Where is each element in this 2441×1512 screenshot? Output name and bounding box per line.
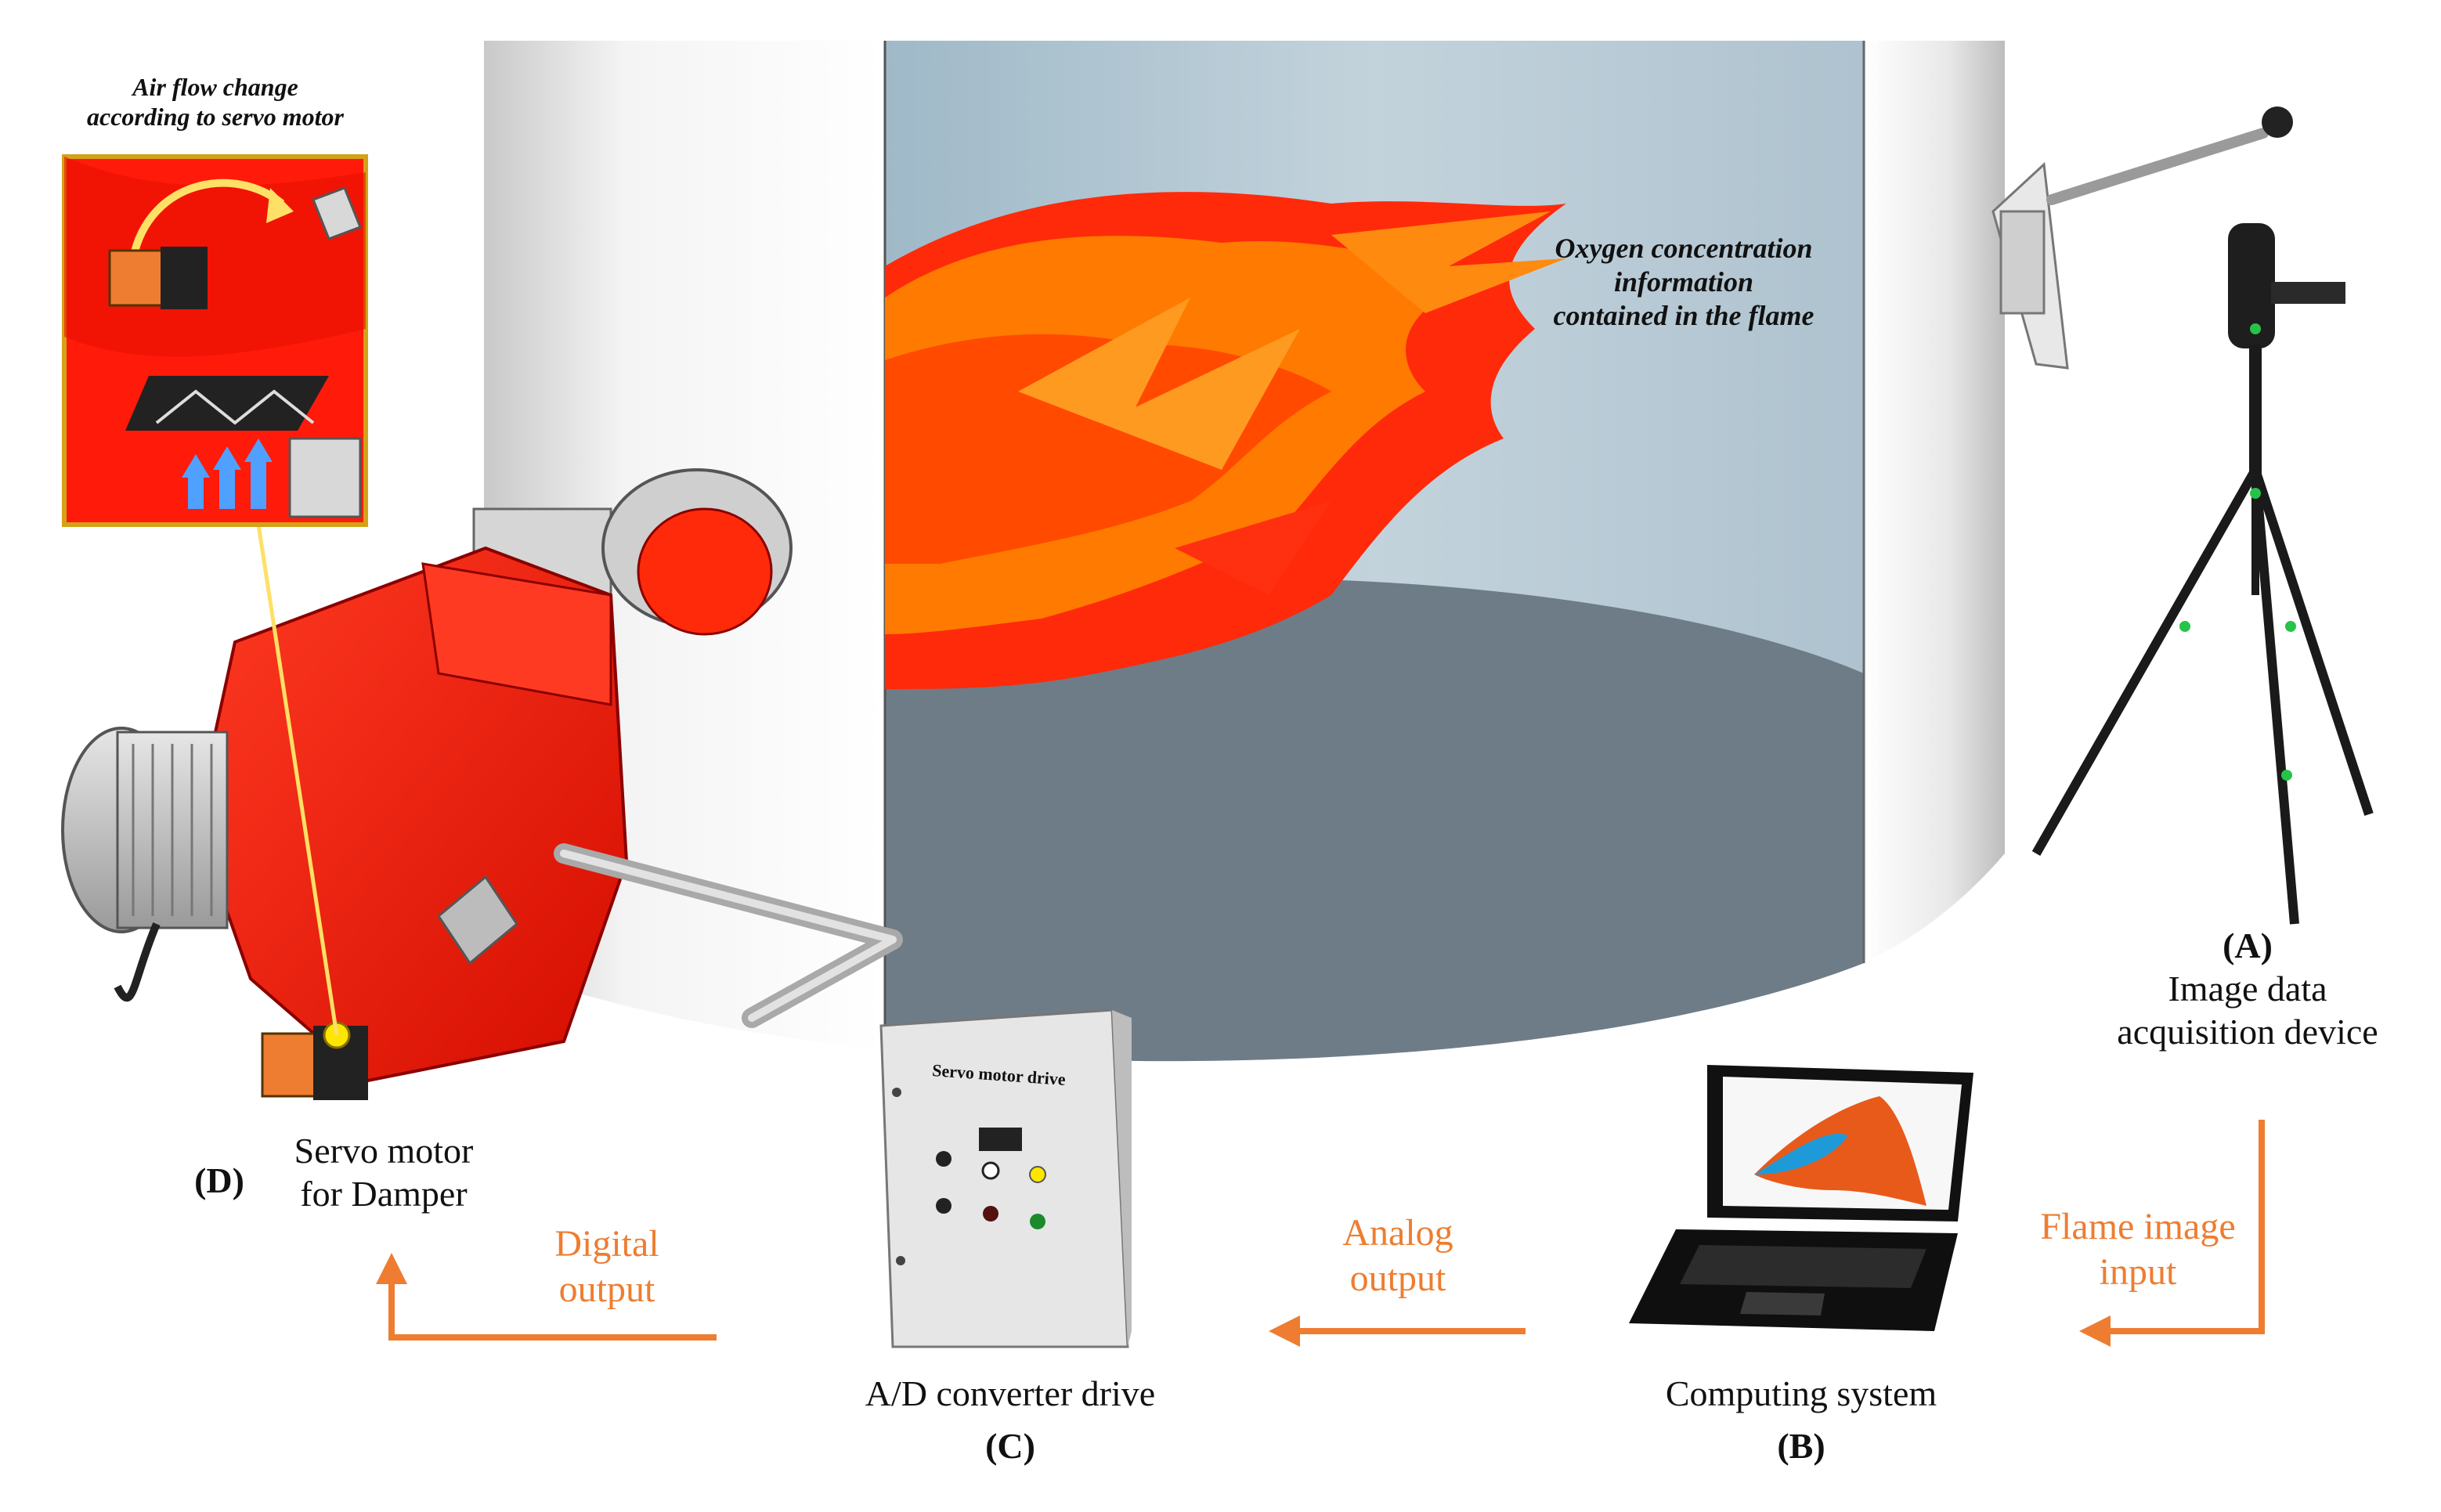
callout-line	[256, 524, 339, 1036]
digital-output-label: Digital output	[509, 1222, 705, 1312]
analog-line2: output	[1349, 1257, 1446, 1299]
device-b-letter: (B)	[1777, 1426, 1825, 1467]
airflow-inset	[62, 154, 368, 1036]
device-c-letter: (C)	[985, 1426, 1035, 1467]
device-a-line1: Image data	[2168, 969, 2327, 1009]
inset-caption-line2: according to servo motor	[87, 103, 344, 132]
flame-input-arrow	[2079, 1120, 2265, 1347]
device-d-line2: for Damper	[300, 1174, 468, 1214]
image-acquisition-device	[2031, 223, 2374, 925]
burner	[61, 468, 903, 1100]
ad-converter-box	[879, 1009, 1132, 1348]
inset-caption-line1: Air flow change	[132, 73, 298, 101]
digital-output-arrow	[376, 1253, 717, 1341]
oxygen-note-line1: Oxygen concentration	[1555, 233, 1813, 264]
device-c-label: A/D converter drive (C)	[791, 1372, 1230, 1467]
analog-output-label: Analog output	[1300, 1211, 1496, 1301]
device-d-line1: Servo motor	[294, 1131, 474, 1171]
digital-line1: Digital	[554, 1223, 659, 1265]
flame-input-label: Flame image input	[2013, 1204, 2263, 1294]
flame	[885, 192, 1566, 689]
chamber-floor	[885, 578, 1864, 1062]
laptop	[1629, 1065, 1973, 1331]
oxygen-note: Oxygen concentration information contain…	[1511, 232, 1856, 334]
device-b-name: Computing system	[1665, 1373, 1937, 1413]
flame-input-line2: input	[2099, 1250, 2177, 1293]
oxygen-note-line2: information	[1613, 266, 1754, 298]
digital-line2: output	[558, 1268, 655, 1310]
device-b-label: Computing system (B)	[1582, 1372, 2020, 1467]
device-a-letter: (A)	[2223, 926, 2273, 965]
oxygen-note-line3: contained in the flame	[1553, 300, 1815, 332]
device-d-letter: (D)	[194, 1160, 244, 1200]
signal-arrows	[376, 1120, 2265, 1347]
device-d-label: Servo motor for Damper	[247, 1129, 521, 1215]
analog-line1: Analog	[1342, 1212, 1453, 1254]
flame-input-line1: Flame image	[2040, 1206, 2236, 1247]
device-a-label: (A) Image data acquisition device	[2075, 924, 2420, 1054]
device-a-line2: acquisition device	[2117, 1012, 2378, 1052]
inset-caption: Air flow change according to servo motor	[31, 72, 399, 132]
device-c-name: A/D converter drive	[865, 1373, 1156, 1413]
sight-port	[1991, 106, 2293, 370]
chamber-right-wall	[1864, 41, 2005, 963]
